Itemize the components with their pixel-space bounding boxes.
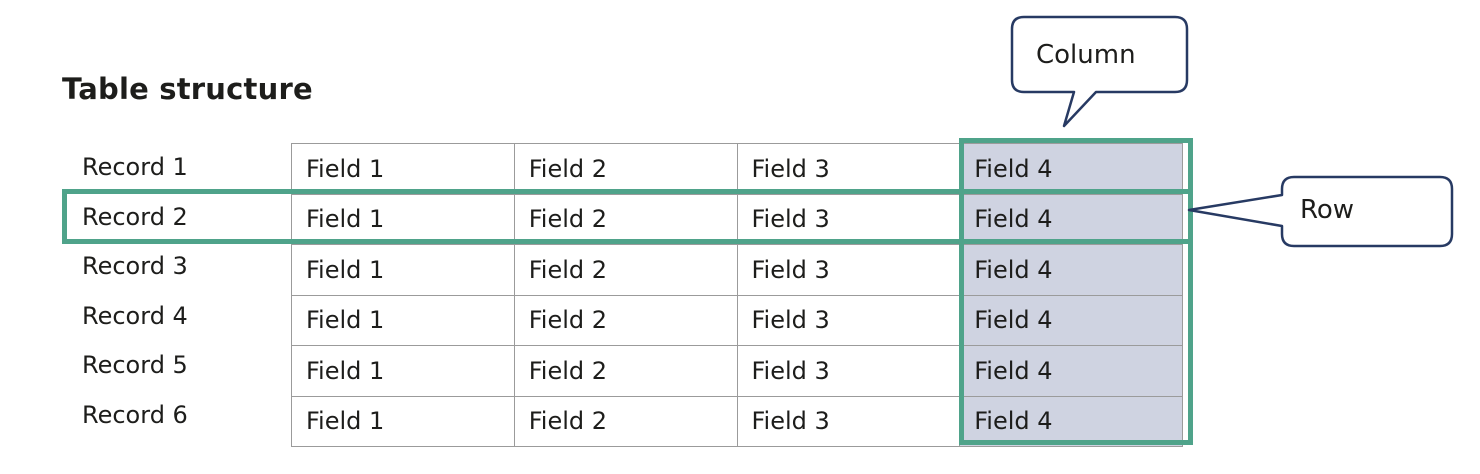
field-cell: Field 4 [959, 395, 1183, 447]
field-cell: Field 3 [736, 244, 961, 296]
field-cell: Field 2 [513, 345, 738, 397]
field-cell: Field 4 [959, 294, 1183, 346]
field-cell: Field 3 [736, 395, 961, 447]
field-cell: Field 1 [291, 345, 515, 397]
field-cell: Field 1 [291, 395, 515, 447]
record-labels: Record 1 Record 2 Record 3 Record 4 Reco… [82, 143, 282, 441]
field-cell: Field 2 [513, 294, 738, 346]
field-cell: Field 4 [959, 244, 1183, 296]
field-cell: Field 4 [959, 345, 1183, 397]
row-callout-bubble [1187, 175, 1454, 248]
field-cell: Field 3 [736, 193, 961, 245]
record-label: Record 6 [82, 400, 188, 429]
record-label: Record 3 [82, 252, 188, 281]
field-cell: Field 1 [291, 294, 515, 346]
field-cell: Field 4 [959, 193, 1183, 245]
field-cell: Field 2 [513, 395, 738, 447]
field-cell: Field 3 [736, 294, 961, 346]
field-cell: Field 2 [513, 244, 738, 296]
record-label: Record 1 [82, 153, 188, 181]
field-cell: Field 1 [291, 244, 515, 296]
column-callout-bubble [1010, 15, 1189, 128]
field-cell: Field 1 [291, 193, 515, 245]
page-title: Table structure [62, 72, 313, 106]
field-cell: Field 2 [513, 143, 738, 195]
record-label: Record 5 [82, 351, 188, 380]
field-cell: Field 2 [513, 193, 738, 245]
field-cell: Field 3 [736, 143, 961, 195]
field-cell: Field 3 [736, 345, 961, 397]
column-callout-label: Column [1036, 40, 1136, 70]
record-label: Record 4 [82, 301, 188, 330]
row-callout-label: Row [1300, 195, 1355, 225]
record-label: Record 2 [82, 202, 188, 231]
